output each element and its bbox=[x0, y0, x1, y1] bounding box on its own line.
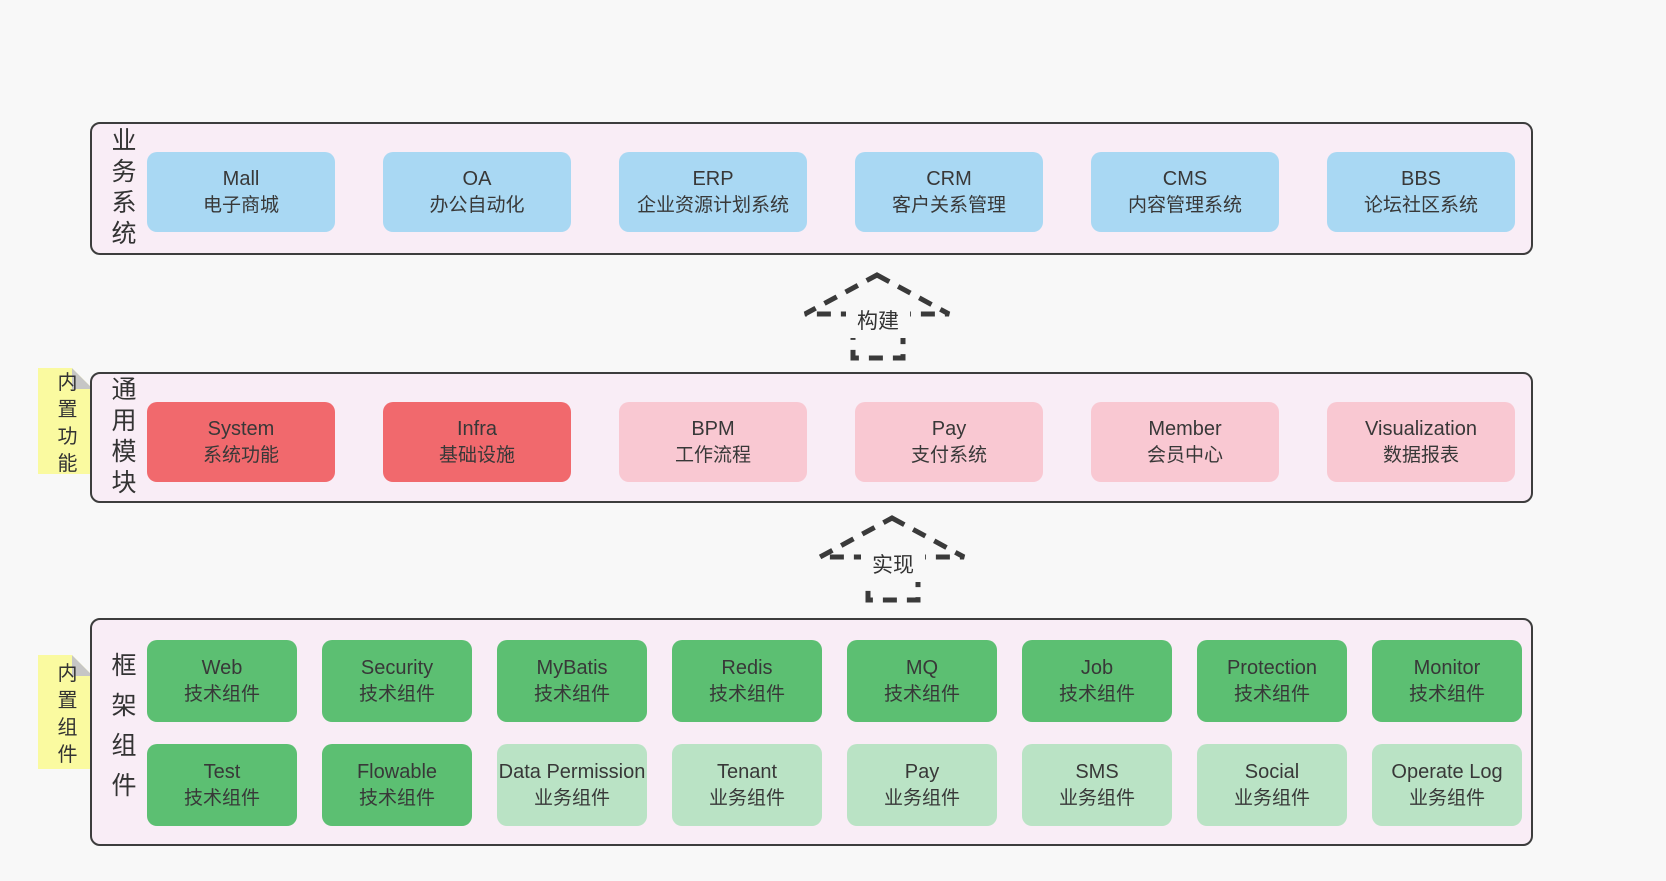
box-data-permission: Data Permission 业务组件 bbox=[497, 744, 647, 826]
note-built-in-features: 内置功能 bbox=[38, 368, 93, 474]
box-mybatis: MyBatis 技术组件 bbox=[497, 640, 647, 722]
box-infra: Infra 基础设施 bbox=[383, 402, 571, 482]
business-systems-row: Mall 电子商城 OA 办公自动化 ERP 企业资源计划系统 CRM 客户关系… bbox=[147, 152, 1515, 232]
framework-components-row-2: Test 技术组件 Flowable 技术组件 Data Permission … bbox=[147, 744, 1522, 826]
box-oa: OA 办公自动化 bbox=[383, 152, 571, 232]
box-system: System 系统功能 bbox=[147, 402, 335, 482]
box-security: Security 技术组件 bbox=[322, 640, 472, 722]
section-business-systems: 业务系统 Mall 电子商城 OA 办公自动化 ERP 企业资源计划系统 CRM… bbox=[90, 122, 1533, 255]
section-common-modules: 通用模块 System 系统功能 Infra 基础设施 BPM 工作流程 Pay… bbox=[90, 372, 1533, 503]
note-label: 内置组件 bbox=[54, 662, 76, 771]
box-web: Web 技术组件 bbox=[147, 640, 297, 722]
box-flowable: Flowable 技术组件 bbox=[322, 744, 472, 826]
box-operate-log: Operate Log 业务组件 bbox=[1372, 744, 1522, 826]
section-label-business-systems: 业务系统 bbox=[108, 126, 136, 251]
box-redis: Redis 技术组件 bbox=[672, 640, 822, 722]
box-member: Member 会员中心 bbox=[1091, 402, 1279, 482]
box-mq: MQ 技术组件 bbox=[847, 640, 997, 722]
box-bpm: BPM 工作流程 bbox=[619, 402, 807, 482]
box-sms: SMS 业务组件 bbox=[1022, 744, 1172, 826]
box-erp: ERP 企业资源计划系统 bbox=[619, 152, 807, 232]
common-modules-row: System 系统功能 Infra 基础设施 BPM 工作流程 Pay 支付系统… bbox=[147, 402, 1515, 482]
arrow-label-implement: 实现 bbox=[861, 550, 925, 582]
section-label-framework-components: 框架组件 bbox=[108, 652, 136, 812]
box-job: Job 技术组件 bbox=[1022, 640, 1172, 722]
dashed-up-arrow-build bbox=[803, 272, 951, 361]
box-cms: CMS 内容管理系统 bbox=[1091, 152, 1279, 232]
arrow-label-build: 构建 bbox=[846, 306, 910, 338]
box-test: Test 技术组件 bbox=[147, 744, 297, 826]
box-protection: Protection 技术组件 bbox=[1197, 640, 1347, 722]
note-built-in-components: 内置组件 bbox=[38, 655, 93, 769]
section-framework-components: 框架组件 Web 技术组件 Security 技术组件 MyBatis 技术组件… bbox=[90, 618, 1533, 846]
box-bbs: BBS 论坛社区系统 bbox=[1327, 152, 1515, 232]
box-tenant: Tenant 业务组件 bbox=[672, 744, 822, 826]
box-monitor: Monitor 技术组件 bbox=[1372, 640, 1522, 722]
box-visualization: Visualization 数据报表 bbox=[1327, 402, 1515, 482]
box-social: Social 业务组件 bbox=[1197, 744, 1347, 826]
box-pay-system: Pay 支付系统 bbox=[855, 402, 1043, 482]
dashed-up-arrow-implement bbox=[818, 515, 966, 603]
box-mall: Mall 电子商城 bbox=[147, 152, 335, 232]
framework-components-row-1: Web 技术组件 Security 技术组件 MyBatis 技术组件 Redi… bbox=[147, 640, 1522, 722]
section-label-common-modules: 通用模块 bbox=[108, 375, 136, 500]
note-label: 内置功能 bbox=[54, 371, 76, 480]
box-crm: CRM 客户关系管理 bbox=[855, 152, 1043, 232]
box-pay-component: Pay 业务组件 bbox=[847, 744, 997, 826]
